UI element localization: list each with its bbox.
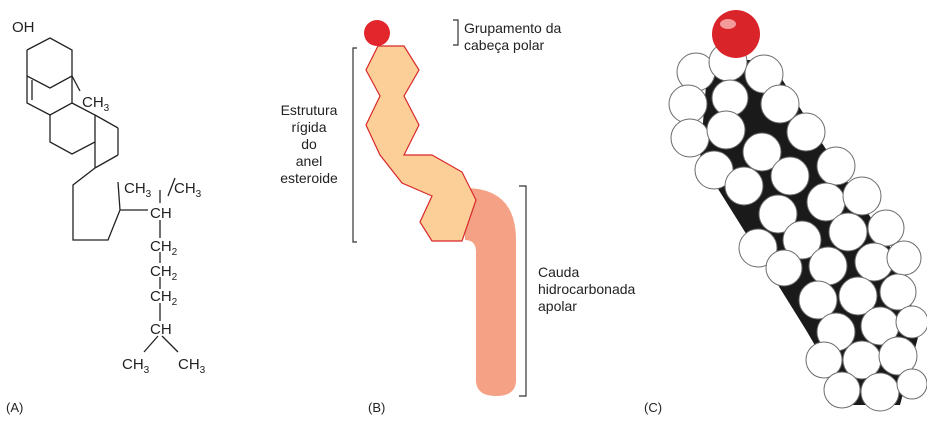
space-filling-model-drawing bbox=[668, 10, 927, 412]
ring-structure-label: Estrutura rígida do anel esteroide bbox=[280, 102, 338, 186]
tail-label: Cauda hidrocarbonada apolar bbox=[538, 264, 636, 314]
oxygen-atom bbox=[712, 10, 760, 58]
atom-ch3-c21: CH3 bbox=[174, 180, 202, 200]
panel-c-space-filling-model: (C) bbox=[630, 0, 927, 420]
cholesterol-skeletal-formula: OH CH3 CH3 CH3 CH CH2 CH2 CH2 CH CH3 CH3 bbox=[12, 19, 206, 376]
panel-b-schematic: Grupamento da cabeça polar Estrutura ríg… bbox=[280, 0, 635, 420]
panel-a-structural-formula: OH CH3 CH3 CH3 CH CH2 CH2 CH2 CH CH3 CH3… bbox=[0, 0, 300, 420]
atom-ch-c20: CH bbox=[150, 205, 172, 222]
atom-ch3-c18: CH3 bbox=[124, 180, 152, 200]
atom-ch3-c19: CH3 bbox=[82, 94, 110, 114]
atom-ch2-c24: CH2 bbox=[150, 288, 178, 308]
head-bracket bbox=[453, 19, 459, 46]
oxygen-highlight bbox=[720, 19, 736, 29]
tail-bracket bbox=[519, 185, 527, 397]
panel-label-b: (B) bbox=[368, 400, 386, 415]
hydrocarbon-tail-shape bbox=[465, 188, 516, 396]
ring-bracket bbox=[352, 47, 357, 243]
schematic-drawing bbox=[352, 19, 527, 397]
panel-label-a: (A) bbox=[6, 400, 24, 415]
panel-label-c: (C) bbox=[644, 400, 663, 415]
atom-ch3-c27: CH3 bbox=[178, 356, 206, 376]
head-group-label: Grupamento da cabeça polar bbox=[464, 20, 562, 53]
polar-head-circle bbox=[364, 20, 390, 46]
atom-ch3-c26: CH3 bbox=[122, 356, 150, 376]
atom-oh: OH bbox=[12, 19, 35, 36]
hydrogen-atoms bbox=[668, 42, 927, 412]
atom-ch-c25: CH bbox=[150, 321, 172, 338]
ring-bonds bbox=[26, 37, 179, 353]
steroid-ring-shape bbox=[365, 45, 477, 242]
atom-ch2-c23: CH2 bbox=[150, 263, 178, 283]
atom-ch2-c22: CH2 bbox=[150, 238, 178, 258]
